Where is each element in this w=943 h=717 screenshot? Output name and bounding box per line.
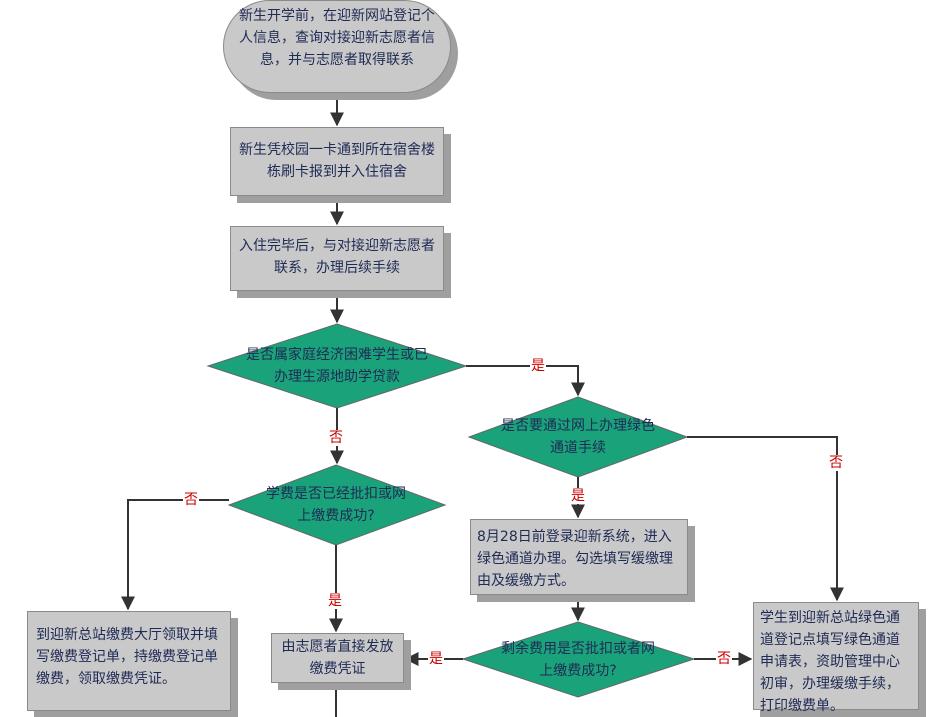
- green-channel-desk-box: 学生到迎新总站绿色通道登记点填写绿色通道申请表，资助管理中心初审，办理缓缴手续，…: [753, 602, 919, 714]
- label-online-yes: 是: [570, 488, 586, 504]
- label-poor-yes: 是: [530, 358, 546, 374]
- checkin-text: 新生凭校园一卡通到所在宿舍楼栋刷卡报到并入住宿舍: [239, 142, 435, 180]
- checkin-box: 新生凭校园一卡通到所在宿舍楼栋刷卡报到并入住宿舍: [230, 127, 444, 196]
- register-online-box: 8月28日前登录迎新系统，进入绿色通道办理。勾选填写缓缴理由及缓缴方式。: [470, 519, 688, 595]
- start-node-text: 新生开学前，在迎新网站登记个人信息，查询对接迎新志愿者信息，并与志愿者取得联系: [239, 8, 435, 68]
- decision-remaining-text: 剩余费用是否批扣或者网上缴费成功?: [501, 641, 655, 679]
- decision-remaining-shape: [461, 621, 696, 698]
- edge-tuition-no: [121, 499, 229, 611]
- volunteer-issue-text: 由志愿者直接发放缴费凭证: [281, 639, 394, 677]
- hall-pay-box: 到迎新总站缴费大厅领取并填写缴费登记单，持缴费登记单缴费，领取缴费凭证。: [27, 611, 231, 711]
- contact-box: 入住完毕后，与对接迎新志愿者联系，办理后续手续: [230, 226, 444, 291]
- label-tuition-no: 否: [183, 492, 199, 508]
- decision-poor-text: 是否属家庭经济困难学生或已办理生源地助学贷款: [246, 347, 428, 385]
- edge-poor-yes: [466, 365, 585, 397]
- label-online-no: 否: [828, 455, 844, 471]
- label-tuition-yes: 是: [327, 593, 343, 609]
- decision-online-text: 是否要通过网上办理绿色通道手续: [501, 418, 655, 456]
- decision-tuition-text: 学费是否已经批扣或网上缴费成功?: [266, 486, 406, 524]
- edge-online-no: [687, 436, 844, 602]
- start-node: 新生开学前，在迎新网站登记个人信息，查询对接迎新志愿者信息，并与志愿者取得联系: [223, 0, 451, 93]
- contact-text: 入住完毕后，与对接迎新志愿者联系，办理后续手续: [239, 238, 435, 276]
- green-channel-desk-text: 学生到迎新总站绿色通道登记点填写绿色通道申请表，资助管理中心初审，办理缓缴手续，…: [760, 610, 900, 714]
- volunteer-issue-box: 由志愿者直接发放缴费凭证: [271, 633, 404, 683]
- label-remaining-no: 否: [716, 651, 732, 667]
- label-remaining-yes: 是: [428, 651, 444, 667]
- register-online-text: 8月28日前登录迎新系统，进入绿色通道办理。勾选填写缓缴理由及缓缴方式。: [477, 529, 673, 589]
- hall-pay-text: 到迎新总站缴费大厅领取并填写缴费登记单，持缴费登记单缴费，领取缴费凭证。: [36, 627, 218, 687]
- label-poor-no: 否: [328, 430, 344, 446]
